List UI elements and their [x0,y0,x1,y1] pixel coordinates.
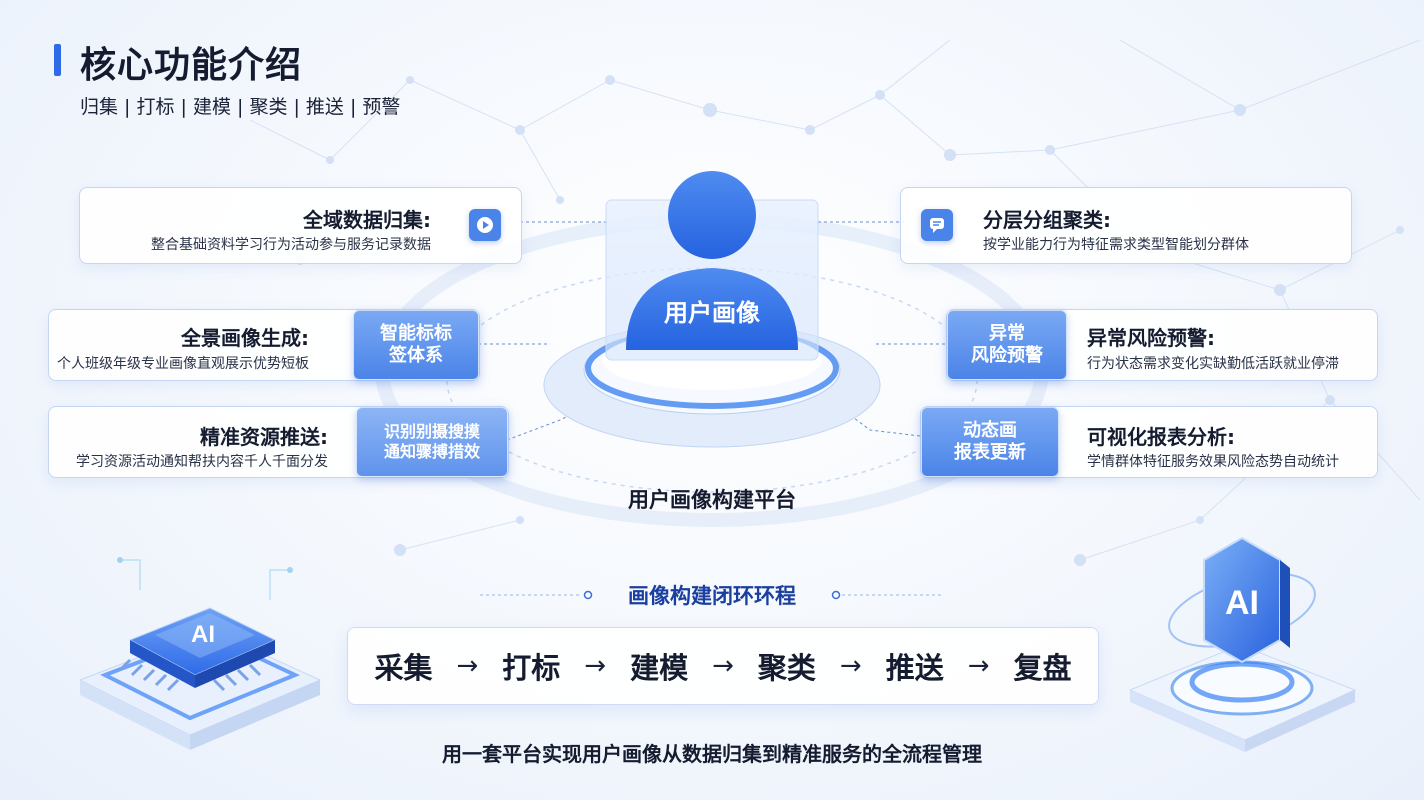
ai-chip-icon: AI [78,557,322,750]
feature-title: 可视化报表分析: [1087,425,1235,449]
ai-hexagon-icon: AI [1128,536,1357,752]
feature-card-clustering[interactable]: 分层分组聚类: 按学业能力行为特征需求类型智能划分群体 [900,187,1352,264]
chip-label: AI [191,621,215,648]
feature-title: 异常风险预警: [1087,326,1215,350]
platform-label: 用户画像构建平台 [628,488,796,512]
arrow-right-icon: → [456,651,479,681]
feature-card-data-collection[interactable]: 全域数据归集: 整合基础资料学习行为活动参与服务记录数据 [79,187,522,264]
feature-title: 全景画像生成: [181,326,309,350]
arrow-right-icon: → [839,651,862,681]
feature-title: 全域数据归集: [303,208,431,232]
risk-alert-badge: 异常 风险预警 [947,310,1067,380]
step-collect: 采集 [374,651,433,685]
play-icon [469,209,501,241]
page-subtitle: 归集 | 打标 | 建模 | 聚类 | 推送 | 预警 [80,96,401,118]
arrow-right-icon: → [712,651,734,681]
chat-icon [921,209,953,241]
feature-desc: 学习资源活动通知帮扶内容千人千面分发 [76,454,328,470]
feature-card-report-analysis[interactable]: 动态画 报表更新 可视化报表分析: 学情群体特征服务效果风险态势自动统计 [920,406,1378,478]
step-tag: 打标 [502,651,561,685]
dynamic-report-badge: 动态画 报表更新 [921,407,1059,477]
feature-title: 分层分组聚类: [983,208,1111,232]
feature-card-portrait-generation[interactable]: 全景画像生成: 个人班级年级专业画像直观展示优势短板 智能标标 签体系 [48,309,480,381]
identify-push-badge: 识别别摄搜摸 通知骤搏措效 [356,407,508,477]
feature-card-resource-push[interactable]: 精准资源推送: 学习资源活动通知帮扶内容千人千面分发 识别别摄搜摸 通知骤搏措效 [48,406,509,478]
title-accent-bar [54,44,61,76]
loop-title: 画像构建闭环环程 [628,584,796,608]
feature-card-risk-alert[interactable]: 异常 风险预警 异常风险预警: 行为状态需求变化实缺勤低活跃就业停滞 [946,309,1378,381]
step-push: 推送 [885,651,944,685]
page-title: 核心功能介绍 [80,45,303,86]
step-cluster: 聚类 [757,651,816,685]
step-model: 建模 [630,651,689,685]
feature-title: 精准资源推送: [200,425,328,449]
smart-tag-badge: 智能标标 签体系 [353,310,479,380]
feature-desc: 学情群体特征服务效果风险态势自动统计 [1087,454,1339,470]
feature-desc: 个人班级年级专业画像直观展示优势短板 [57,356,309,372]
feature-desc: 行为状态需求变化实缺勤低活跃就业停滞 [1087,356,1339,372]
user-portrait-label: 用户画像 [664,299,760,327]
user-portrait-platform [543,171,881,448]
arrow-right-icon: → [967,651,990,681]
arrow-right-icon: → [584,651,607,681]
feature-desc: 整合基础资料学习行为活动参与服务记录数据 [151,237,431,253]
footer-summary: 用一套平台实现用户画像从数据归集到精准服务的全流程管理 [442,742,982,766]
process-flow: 采集 → 打标 → 建模 → 聚类 → 推送 → 复盘 [347,627,1099,705]
loop-title-decoration [480,590,944,600]
hex-label: AI [1225,584,1259,622]
step-review: 复盘 [1013,651,1072,685]
feature-desc: 按学业能力行为特征需求类型智能划分群体 [983,237,1249,253]
